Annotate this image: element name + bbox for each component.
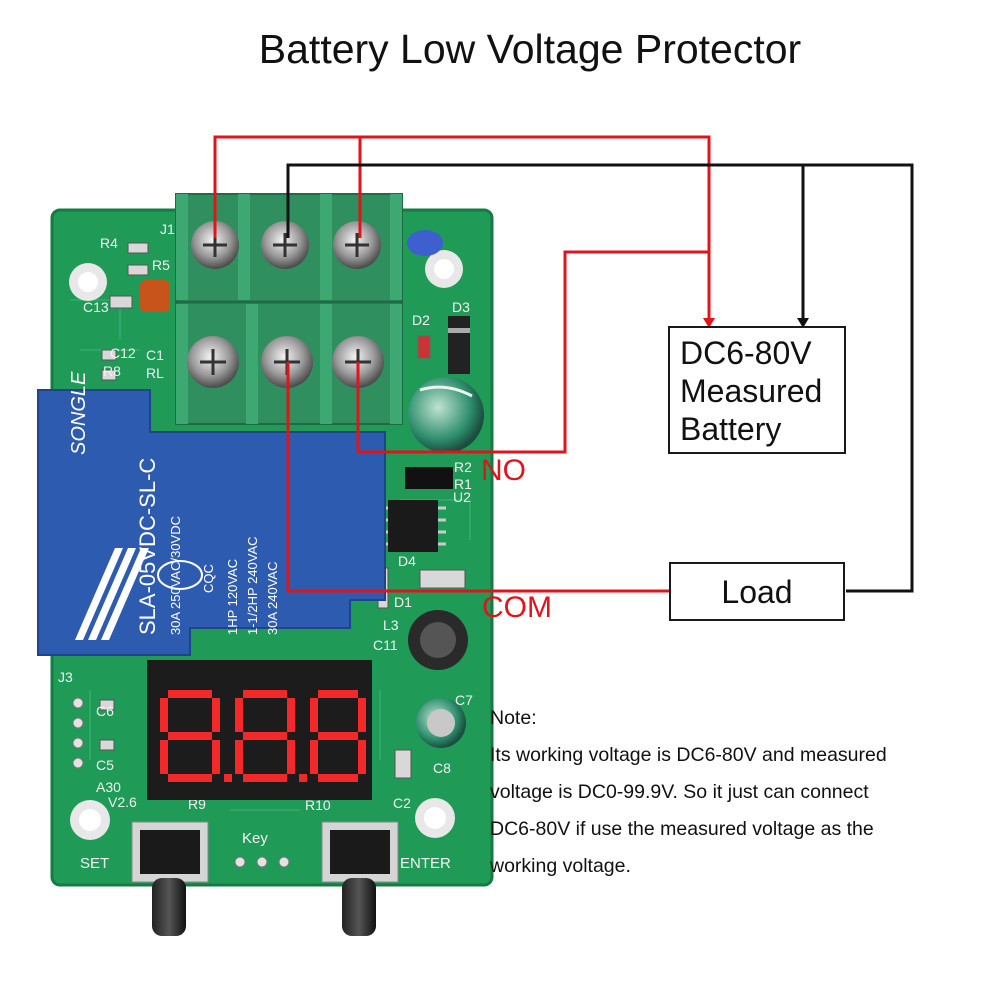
display-digit <box>160 690 232 782</box>
silk-label: R2 <box>454 459 472 475</box>
silk-label: R5 <box>152 257 170 273</box>
silk-label: C8 <box>433 760 451 776</box>
enter-button[interactable] <box>321 821 399 936</box>
wire-red-no <box>356 250 709 454</box>
silk-label: D2 <box>412 312 430 328</box>
no-terminal-label: NO <box>481 454 526 487</box>
silk-label: C7 <box>455 692 473 708</box>
silk-label: J3 <box>58 669 73 685</box>
arrow-head-icon <box>797 318 809 328</box>
com-terminal-label: COM <box>482 591 552 624</box>
silk-label: C6 <box>96 703 114 719</box>
terminal-screw <box>187 336 239 388</box>
silk-label: A30 <box>96 779 121 795</box>
display-digit <box>235 690 307 782</box>
silk-label: C2 <box>393 795 411 811</box>
electrolytic-capacitor <box>416 698 466 748</box>
songle-logo-icon <box>75 548 149 640</box>
note-line: Its working voltage is DC6-80V and measu… <box>490 744 887 766</box>
battery-line: DC6-80V <box>680 335 812 371</box>
note-line: voltage is DC0-99.9V. So it just can con… <box>490 781 869 803</box>
wire-red-top <box>213 135 711 320</box>
enter-label: ENTER <box>400 855 451 872</box>
silk-label: C13 <box>83 299 109 315</box>
battery-line: Measured <box>680 373 823 409</box>
relay-rating: 1-1/2HP 240VAC <box>245 536 260 635</box>
wire-red-com <box>286 362 669 593</box>
note-line: DC6-80V if use the measured voltage as t… <box>490 818 874 840</box>
terminal-screw <box>333 221 381 269</box>
relay-rating: 30A 250VAC/30VDC <box>168 516 183 635</box>
terminal-screw <box>191 221 239 269</box>
relay-brand: SONGLE <box>68 371 90 455</box>
ic-chip <box>380 500 446 552</box>
silk-label: D4 <box>398 553 416 569</box>
inductor <box>408 610 468 670</box>
silk-label: R1 <box>454 476 472 492</box>
note-heading: Note: <box>490 707 537 729</box>
mounting-hole <box>415 798 455 838</box>
silk-label: C11 <box>373 637 398 653</box>
silk-label: C12 <box>110 345 136 361</box>
silk-label: J1 <box>160 221 175 237</box>
silk-label: RL <box>146 365 164 381</box>
silk-label: L3 <box>383 617 399 633</box>
wire-black-measure <box>286 163 914 593</box>
set-button[interactable] <box>131 821 209 936</box>
display-digit <box>310 690 366 782</box>
note-line: working voltage. <box>490 855 631 877</box>
measured-battery-box: DC6-80V Measured Battery <box>668 326 846 454</box>
silk-label: R10 <box>305 797 331 813</box>
seven-segment-display <box>147 660 372 800</box>
set-label: SET <box>80 855 109 872</box>
relay-rating: 1HP 120VAC <box>225 559 240 635</box>
page-title: Battery Low Voltage Protector <box>258 26 802 72</box>
note-block: Note: Its working voltage is DC6-80V and… <box>490 700 990 885</box>
electrolytic-capacitor <box>408 377 484 453</box>
mounting-hole <box>70 800 110 840</box>
mounting-hole <box>425 250 463 288</box>
silk-label: R8 <box>103 363 121 379</box>
silk-label: D1 <box>394 594 412 610</box>
load-label: Load <box>721 574 793 610</box>
silk-label: V2.6 <box>108 794 137 810</box>
silk-label: D3 <box>452 299 470 315</box>
silk-label: C1 <box>146 347 164 363</box>
key-label: Key <box>242 830 268 847</box>
load-box: Load <box>669 562 845 621</box>
battery-line: Battery <box>680 411 782 447</box>
relay: SONGLE SLA-05VDC-SL-C 30A 250VAC/30VDC 1… <box>37 371 386 656</box>
arrow-head-icon <box>703 318 715 328</box>
silk-label: R4 <box>100 235 118 251</box>
silk-label: U2 <box>453 489 471 505</box>
silk-label: C5 <box>96 757 114 773</box>
relay-model: SLA-05VDC-SL-C <box>135 458 160 635</box>
mounting-hole <box>69 263 107 301</box>
relay-rating: 30A 240VAC <box>265 562 280 635</box>
cqc-mark: CQC <box>201 564 216 593</box>
terminal-screw <box>261 221 309 269</box>
